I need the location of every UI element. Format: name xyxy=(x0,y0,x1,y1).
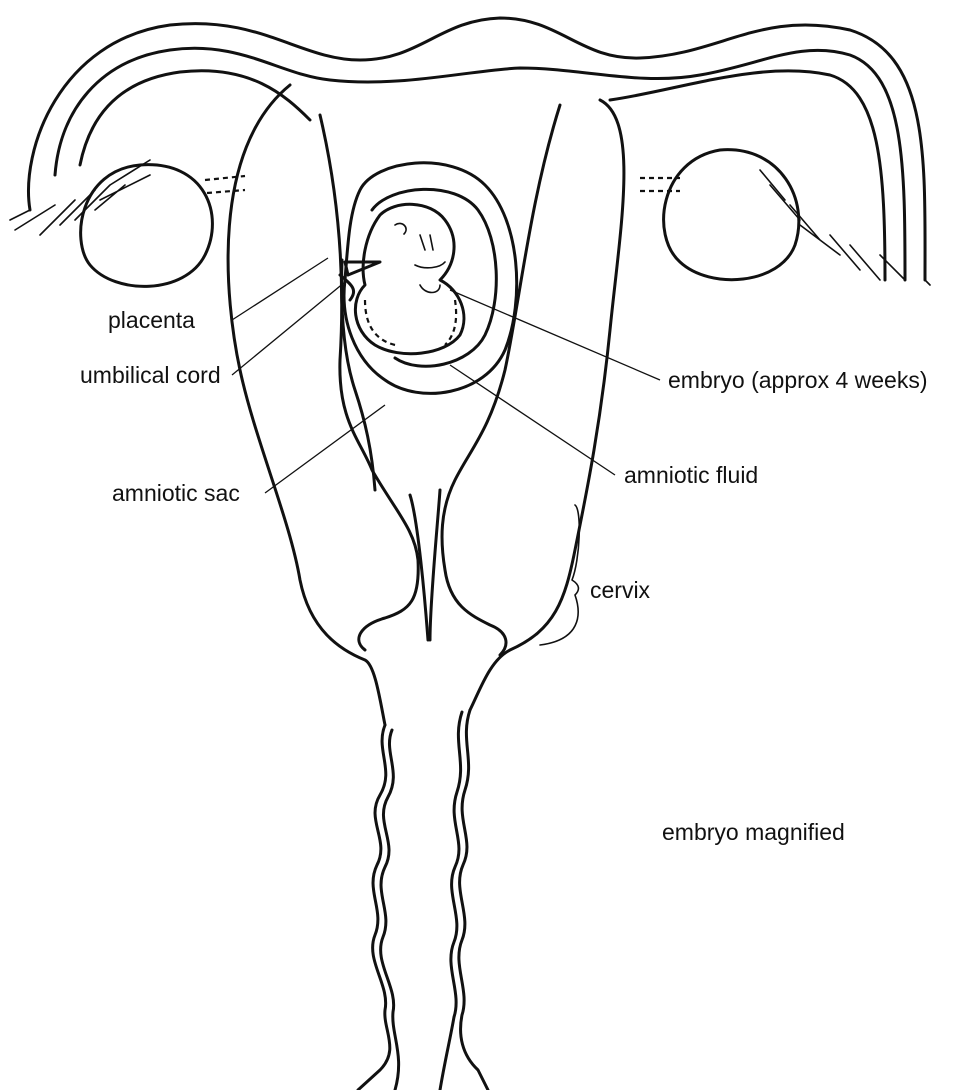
label-amniotic-fluid: amniotic fluid xyxy=(624,462,758,488)
cervical-canal-right xyxy=(430,490,440,640)
amniotic-sac-inner xyxy=(372,189,496,366)
uterine-cavity-right xyxy=(442,105,560,655)
vagina-wall-right-inner xyxy=(440,712,462,1090)
ovarian-ligament-left xyxy=(205,176,245,193)
label-embryo-magnified: embryo magnified xyxy=(662,819,845,845)
leader-umbilical-cord xyxy=(232,282,345,375)
fallopian-tube-inner-right xyxy=(610,71,885,280)
label-placenta: placenta xyxy=(108,307,195,333)
ovary-right xyxy=(664,150,799,280)
leader-embryo xyxy=(450,290,660,380)
label-embryo: embryo (approx 4 weeks) xyxy=(668,367,928,393)
uterus-wall-left xyxy=(228,85,385,725)
label-amniotic-sac: amniotic sac xyxy=(112,480,240,506)
fallopian-tube-left xyxy=(55,48,905,280)
vagina-wall-right xyxy=(459,710,488,1090)
fallopian-tube-inner-left xyxy=(80,71,310,165)
embryo-body xyxy=(355,204,464,353)
amniotic-sac-outer xyxy=(344,163,517,394)
embryo-dots xyxy=(365,300,456,345)
leader-amniotic-fluid xyxy=(450,365,615,475)
label-umbilical-cord: umbilical cord xyxy=(80,362,221,388)
uterus-outer-wall xyxy=(29,18,926,280)
ovary-left xyxy=(81,165,213,287)
leader-amniotic-sac xyxy=(265,405,385,493)
embryo-detail xyxy=(395,223,445,292)
leader-placenta xyxy=(232,258,328,320)
uterine-cavity-left xyxy=(320,115,418,650)
label-cervix: cervix xyxy=(590,577,651,603)
